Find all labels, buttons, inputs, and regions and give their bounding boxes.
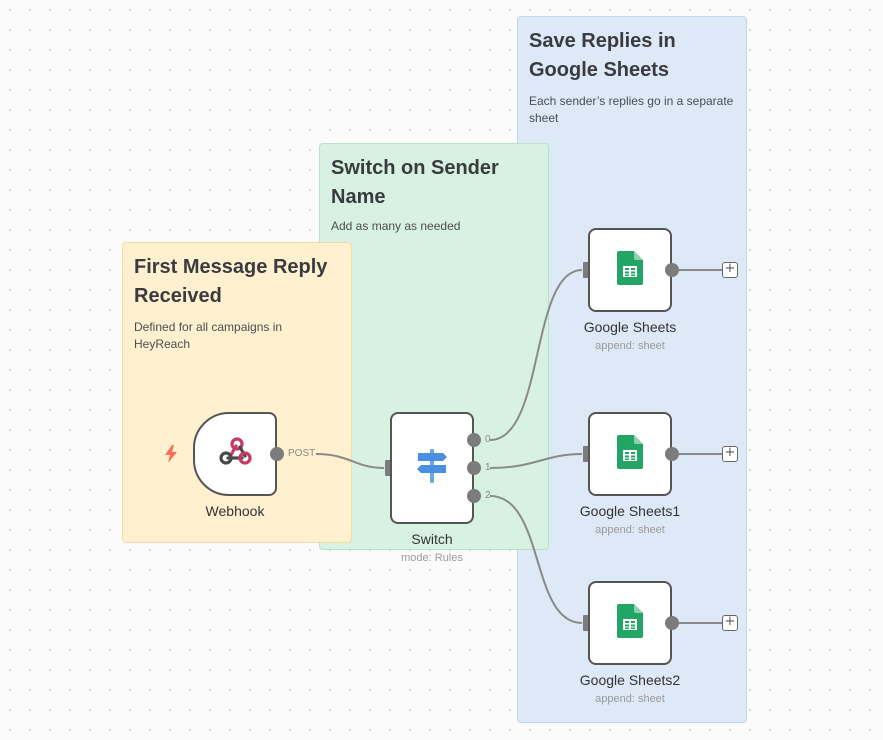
google-sheets-icon [617,603,643,643]
switch-node-subtitle: mode: Rules [401,552,463,564]
sheets2-add-node-button[interactable]: + [722,615,738,631]
sheets1-input-handle[interactable] [583,446,591,462]
sheets0-node-subtitle: append: sheet [595,340,665,352]
switch-node-label: Switch [411,531,453,547]
sticky-description: Defined for all campaigns in HeyReach [134,320,283,351]
webhook-node-label: Webhook [205,503,265,519]
sheets1-node-label: Google Sheets1 [579,503,681,519]
sheets0-add-node-button[interactable]: + [722,262,738,278]
edge-webhook-switch [315,453,385,469]
signpost-icon [415,447,449,490]
switch-output-1-label: 1 [485,462,491,473]
sticky-note-first-message[interactable]: First Message Reply Received Defined for… [122,242,352,543]
webhook-output-handle[interactable] [270,447,284,461]
sheets0-node-label: Google Sheets [583,319,677,335]
sheets0-input-handle[interactable] [583,262,591,278]
google-sheets2-node[interactable] [588,581,672,665]
edge-switch-sheets2 [489,495,583,624]
sticky-description: Add as many as needed [331,219,461,233]
sheets1-node-subtitle: append: sheet [595,524,665,536]
switch-output-0-label: 0 [485,434,491,445]
sheets2-node-label: Google Sheets2 [579,672,681,688]
sheets1-output-handle[interactable] [665,447,679,461]
google-sheets1-node[interactable] [588,412,672,496]
google-sheets-icon [617,250,643,290]
google-sheets-node[interactable] [588,228,672,312]
switch-output-0-handle[interactable] [467,433,481,447]
switch-output-2-label: 2 [485,490,491,501]
trigger-bolt-icon [164,445,178,463]
sheets2-input-handle[interactable] [583,615,591,631]
sticky-title: First Message Reply Received [134,256,328,307]
switch-node[interactable] [390,412,474,524]
sheets2-node-subtitle: append: sheet [595,693,665,705]
sticky-description: Each sender’s replies go in a separate s… [529,94,734,125]
sheets1-add-node-button[interactable]: + [722,446,738,462]
google-sheets-icon [617,434,643,474]
sticky-title: Save Replies in Google Sheets [529,30,676,81]
edge-switch-sheets1 [489,453,583,469]
sheets2-output-handle[interactable] [665,616,679,630]
switch-input-handle[interactable] [385,460,393,476]
webhook-output-label: POST [288,448,316,459]
sticky-title: Switch on Sender Name [331,157,499,208]
edge-switch-sheets0 [489,269,583,441]
sheets0-output-handle[interactable] [665,263,679,277]
switch-output-2-handle[interactable] [467,489,481,503]
switch-output-1-handle[interactable] [467,461,481,475]
webhook-icon [218,436,252,473]
webhook-node[interactable] [193,412,277,496]
